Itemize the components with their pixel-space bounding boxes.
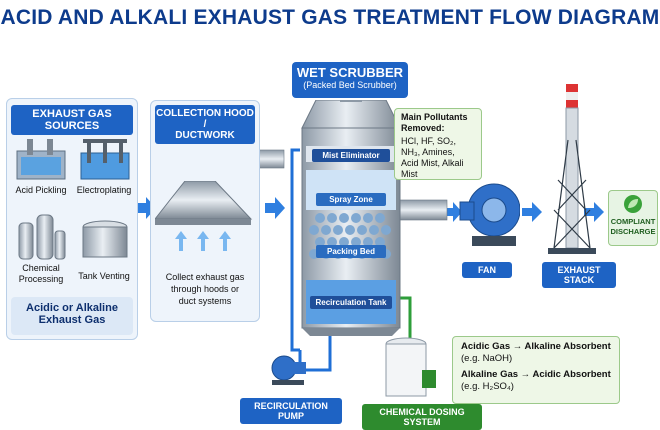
pollutants-line2: NH₃, Amines,: [401, 147, 455, 157]
source-label-acid-pickling: Acid Pickling: [15, 185, 67, 195]
flow-arrow-5: [584, 202, 604, 222]
stack-label: EXHAUST STACK: [542, 262, 616, 288]
hood-panel: COLLECTION HOOD / DUCTWORK Collect exhau…: [150, 100, 260, 322]
discharge-box: COMPLIANT DISCHARGE: [608, 190, 658, 246]
absorbent-line1: Acidic Gas → Alkaline Absorbent: [461, 341, 611, 352]
hood-desc-line3: duct systems: [178, 296, 232, 306]
absorbent-line3: Alkaline Gas → Acidic Absorbent: [461, 369, 611, 380]
electroplating-icon: [80, 139, 130, 180]
discharge-line2: DISCHARGE: [610, 227, 656, 236]
fan-icon: [459, 183, 520, 246]
dosing-label: CHEMICAL DOSING SYSTEM: [362, 404, 482, 430]
pollutants-title-line1: Main Pollutants: [401, 112, 468, 122]
source-label-chemical-processing: Chemical Processing: [18, 263, 64, 284]
scrubber-header-subtitle: (Packed Bed Scrubber): [303, 80, 397, 90]
zone-spray: Spray Zone: [316, 193, 386, 206]
absorbent-line4: (e.g. H₂SO₄): [461, 381, 514, 392]
tank-venting-icon: [82, 220, 128, 258]
sources-header: EXHAUST GAS SOURCES: [11, 105, 133, 135]
zone-recirculation-tank: Recirculation Tank: [310, 296, 392, 309]
leaf-icon: [624, 195, 642, 213]
absorbent-box: Acidic Gas → Alkaline Absorbent (e.g. Na…: [452, 336, 620, 404]
hood-header: COLLECTION HOOD / DUCTWORK: [155, 105, 255, 144]
hood-description: Collect exhaust gas through hoods or duc…: [153, 271, 257, 307]
scrubber-header-title: WET SCRUBBER: [296, 65, 404, 80]
hood-header-line1: COLLECTION HOOD /: [156, 108, 254, 130]
flow-arrow-3: [445, 202, 462, 222]
zone-mist-eliminator: Mist Eliminator: [312, 149, 390, 162]
pump-label: RECIRCULATION PUMP: [240, 398, 342, 424]
source-label-electroplating: Electroplating: [76, 185, 132, 195]
absorbent-line2: (e.g. NaOH): [461, 353, 513, 364]
page-title: ACID AND ALKALI EXHAUST GAS TREATMENT FL…: [0, 6, 660, 29]
hood-icon: [155, 181, 253, 251]
sources-footer-line1: Acidic or Alkaline: [26, 302, 118, 314]
dosing-tank-icon: [385, 337, 436, 397]
pollutants-title-line2: Removed:: [401, 123, 445, 133]
acid-pickling-icon: [16, 139, 66, 180]
chemical-processing-icon: [18, 214, 66, 260]
pump-icon: [271, 355, 306, 385]
hood-desc-line2: through hoods or: [170, 284, 240, 294]
fan-label: FAN: [462, 262, 512, 278]
sources-panel: EXHAUST GAS SOURCES Acid Pickling Electr…: [6, 98, 138, 340]
pollutants-line3: Acid Mist, Alkali Mist: [401, 158, 464, 179]
pollutants-line1: HCl, HF, SO₂,: [401, 136, 456, 146]
source-label-tank-venting: Tank Venting: [78, 271, 130, 281]
exhaust-stack-icon: [548, 84, 596, 254]
flow-arrow-4: [522, 202, 542, 222]
hood-header-line2: DUCTWORK: [175, 130, 235, 141]
pollutants-box: Main Pollutants Removed: HCl, HF, SO₂, N…: [394, 108, 482, 180]
sources-footer: Acidic or Alkaline Exhaust Gas: [11, 297, 133, 335]
sources-footer-line2: Exhaust Gas: [38, 314, 106, 326]
discharge-line1: COMPLIANT: [610, 217, 656, 226]
hood-desc-line1: Collect exhaust gas: [165, 272, 245, 282]
scrubber-header: WET SCRUBBER (Packed Bed Scrubber): [292, 62, 408, 98]
zone-packing-bed: Packing Bed: [316, 245, 386, 258]
flow-arrow-2: [265, 197, 285, 219]
